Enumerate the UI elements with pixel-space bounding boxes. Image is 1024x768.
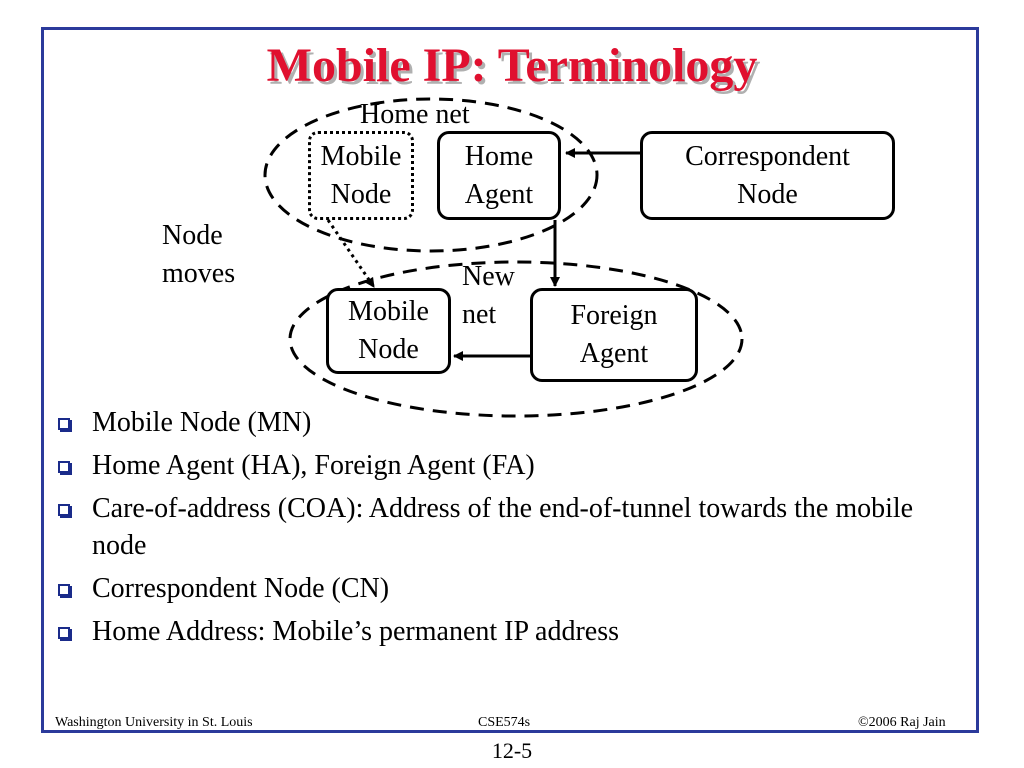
list-item-text: Mobile Node (MN) <box>92 407 312 438</box>
square-bullet-icon <box>58 461 70 473</box>
home-agent-box: Home Agent <box>437 131 561 220</box>
footer-left: Washington University in St. Louis <box>55 715 253 730</box>
mobile-node-home-line2: Node <box>330 178 392 210</box>
new-net-line1: New <box>462 261 515 292</box>
new-net-ellipse <box>288 260 744 418</box>
square-bullet-icon <box>58 627 70 639</box>
slide-frame <box>41 27 979 733</box>
terminology-list: Mobile Node (MN) Home Agent (HA), Foreig… <box>58 404 958 656</box>
list-item: Home Address: Mobile’s permanent IP addr… <box>58 613 958 650</box>
home-agent-line2: Agent <box>464 178 534 210</box>
list-item: Correspondent Node (CN) <box>58 570 958 607</box>
home-agent-line1: Home <box>464 140 534 172</box>
list-item-text: Home Agent (HA), Foreign Agent (FA) <box>92 450 535 481</box>
slide-title: Mobile IP: Terminology <box>266 39 758 92</box>
new-net-label: New net <box>462 258 515 334</box>
square-bullet-icon <box>58 418 70 430</box>
list-item: Home Agent (HA), Foreign Agent (FA) <box>58 447 958 484</box>
footer-right: ©2006 Raj Jain <box>858 715 946 730</box>
list-item: Mobile Node (MN) <box>58 404 958 441</box>
mobile-node-foreign-line1: Mobile <box>348 296 429 327</box>
foreign-agent-line1: Foreign <box>570 300 658 331</box>
foreign-agent-box: Foreign Agent <box>530 288 698 382</box>
home-net-ellipse <box>263 97 599 253</box>
correspondent-node-line2: Node <box>737 178 798 210</box>
list-item-text: Care-of-address (COA): Address of the en… <box>92 493 914 561</box>
list-item-text: Correspondent Node (CN) <box>92 573 390 604</box>
mobile-node-home-box: Mobile Node <box>308 131 414 220</box>
node-moves-line2: moves <box>162 258 236 289</box>
correspondent-node-box: Correspondent Node <box>640 131 895 220</box>
page-number: 12-5 <box>491 738 533 763</box>
mobile-node-foreign-box: Mobile Node <box>326 288 451 374</box>
mobile-node-home-line1: Mobile <box>320 140 402 172</box>
list-item-text: Home Address: Mobile’s permanent IP addr… <box>92 616 619 647</box>
mobile-node-foreign-line2: Node <box>358 334 419 365</box>
correspondent-node-line1: Correspondent <box>685 140 850 172</box>
node-moves-line1: Node <box>162 220 223 251</box>
square-bullet-icon <box>58 504 70 516</box>
footer-center: CSE574s <box>478 715 531 730</box>
node-moves-label: Node moves <box>162 217 235 293</box>
square-bullet-icon <box>58 584 70 596</box>
foreign-agent-line2: Agent <box>579 338 649 369</box>
node-moves-path <box>326 219 376 288</box>
home-net-label: Home net <box>360 99 470 130</box>
new-net-line2: net <box>462 299 497 330</box>
list-item: Care-of-address (COA): Address of the en… <box>58 490 958 564</box>
